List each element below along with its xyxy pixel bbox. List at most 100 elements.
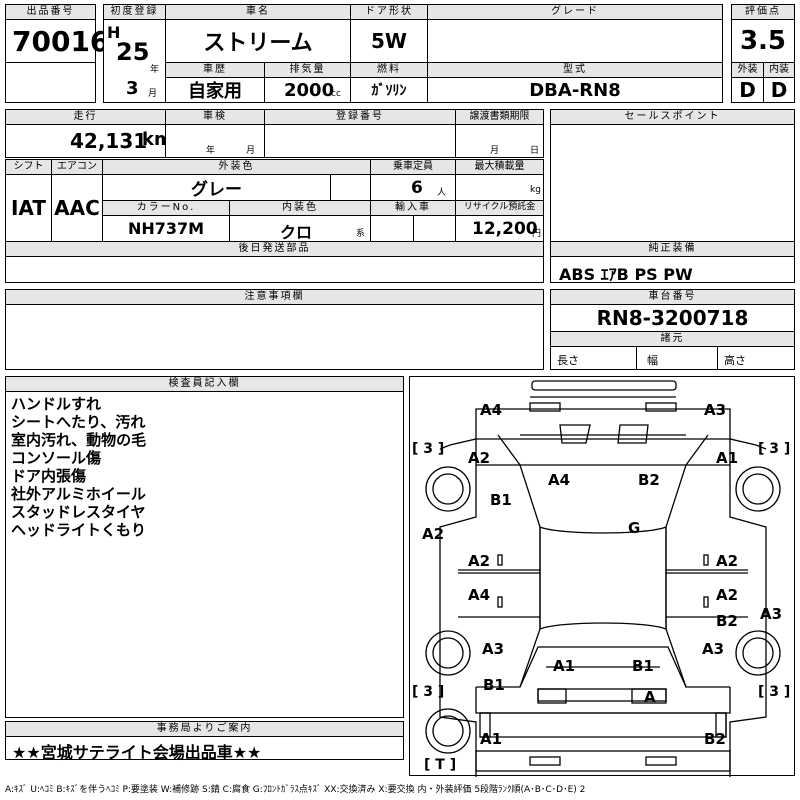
damage-mark: A1 (716, 449, 739, 467)
damage-mark: G (628, 519, 641, 537)
score-value: 3.5 (731, 19, 795, 63)
damage-mark: A2 (468, 552, 491, 570)
mileage-box: 42,131 km (5, 124, 173, 158)
damage-mark: A2 (716, 586, 739, 604)
recycle-label: リサイクル預託金 (455, 200, 544, 216)
displacement-value: 2000 (284, 80, 335, 101)
first-reg-year: 25 (116, 38, 150, 66)
max-load-box: kg (455, 174, 544, 201)
model-value: DBA-RN8 (427, 77, 723, 103)
damage-mark: B2 (704, 730, 726, 748)
lot-label: 出品番号 (5, 4, 96, 20)
color-no-value: NH737M (102, 215, 230, 242)
sales-point-label: セールスポイント (550, 109, 795, 125)
ext-score-label: 外装 (731, 62, 764, 78)
car-name-label: 車名 (165, 4, 351, 20)
recycle-value: 12,200 (472, 219, 538, 239)
ext-color-value: グレー (102, 174, 331, 201)
int-color-value: クロ (280, 223, 313, 242)
transfer-label: 譲渡書類期限 (455, 109, 544, 125)
import-value (370, 215, 414, 242)
model-label: 型式 (427, 62, 723, 78)
damage-mark: B2 (638, 471, 660, 489)
aircon-value: AAC (51, 174, 103, 242)
spare-tire: [ T ] (424, 757, 457, 773)
damage-mark: A2 (422, 525, 445, 543)
dims-length: 長さ (550, 346, 637, 370)
genuine-equip-value: ABS ｴｱB PS PW (550, 256, 795, 284)
damage-mark: A (644, 688, 656, 706)
recycle-box: 12,200 円 (455, 215, 544, 242)
tire-rr-depth: [ 3 ] (758, 684, 791, 700)
first-reg-era: H (107, 23, 121, 42)
fuel-label: 燃料 (350, 62, 428, 78)
door-label: ドア形状 (350, 4, 428, 20)
damage-mark: A1 (553, 657, 576, 675)
damage-mark: A4 (468, 586, 491, 604)
dims-height: 高さ (717, 346, 795, 370)
aircon-label: エアコン (51, 159, 103, 175)
inspector-line: ヘッドライトくもり (11, 521, 147, 539)
tire-rl-depth: [ 3 ] (412, 684, 445, 700)
car-name: ストリーム (165, 19, 351, 63)
damage-mark: B2 (716, 612, 738, 630)
damage-mark: A3 (760, 605, 783, 623)
int-score-label: 内装 (763, 62, 795, 78)
displacement-box: 2000 cc (264, 77, 351, 103)
damage-mark: B1 (490, 491, 512, 509)
notes-label: 注意事項欄 (5, 289, 544, 305)
door-value: 5W (350, 19, 428, 63)
first-reg-year-unit: 年 (150, 65, 160, 75)
ext-color-extra (330, 174, 371, 201)
inspection-box: 年 月 (165, 124, 265, 158)
inspector-line: 社外アルミホイール (11, 485, 146, 503)
reg-no-value (264, 124, 456, 158)
genuine-equip-label: 純正装備 (550, 241, 795, 257)
damage-mark: A3 (482, 640, 505, 658)
inspector-line: シートへたり、汚れ (11, 413, 146, 431)
damage-mark: B1 (483, 676, 505, 694)
car-outline-svg (425, 380, 781, 777)
first-reg-label: 初度登録 (103, 4, 166, 20)
tire-fl-depth: [ 3 ] (412, 441, 445, 457)
office-value: ★★宮城サテライト会場出品車★★ (5, 736, 404, 762)
damage-mark: B1 (632, 657, 654, 675)
max-load-unit: kg (530, 185, 541, 195)
mileage-value: 42,131 (70, 129, 148, 153)
car-diagram: [ 3 ] [ 3 ] [ 3 ] [ 3 ] [ T ] A4 A3 A2 A… (409, 376, 795, 777)
capacity-value: 6 (411, 178, 423, 198)
transfer-box: 月 日 (455, 124, 544, 158)
shift-value: IAT (5, 174, 52, 242)
int-color-label: 内装色 (229, 200, 371, 216)
damage-mark: A3 (702, 640, 725, 658)
damage-mark: A2 (468, 449, 491, 467)
reg-no-label: 登録番号 (264, 109, 456, 125)
color-no-label: カラーNo. (102, 200, 230, 216)
office-label: 事務局よりご案内 (5, 721, 404, 737)
grade-value (427, 19, 723, 63)
int-color-box: クロ 系 (229, 215, 371, 242)
inspector-notes: ハンドルすれ シートへたり、汚れ 室内汚れ、動物の毛 コンソール傷 ドア内張傷 … (5, 391, 404, 718)
mileage-label: 走行 (5, 109, 166, 125)
inspection-month-unit: 月 (246, 146, 256, 156)
inspector-line: ドア内張傷 (11, 467, 87, 485)
capacity-label: 乗車定員 (370, 159, 456, 175)
import-label: 輸入車 (370, 200, 456, 216)
damage-mark: A4 (480, 401, 503, 419)
first-reg-month-unit: 月 (148, 89, 158, 99)
later-parts-value (5, 256, 544, 283)
ext-color-label: 外装色 (102, 159, 371, 175)
inspector-label: 検査員記入欄 (5, 376, 404, 392)
inspector-line: スタッドレスタイヤ (11, 503, 146, 521)
capacity-box: 6 人 (370, 174, 456, 201)
recycle-unit: 円 (532, 229, 542, 239)
inspector-line: 室内汚れ、動物の毛 (11, 431, 147, 449)
first-reg-month: 3 (126, 78, 139, 99)
sales-point-value (550, 124, 795, 242)
ext-score: D (731, 77, 764, 103)
transfer-day-unit: 日 (530, 146, 540, 156)
dims-label: 諸元 (550, 331, 795, 347)
inspection-label: 車検 (165, 109, 265, 125)
int-score: D (763, 77, 795, 103)
chassis-value: RN8-3200718 (550, 304, 795, 332)
